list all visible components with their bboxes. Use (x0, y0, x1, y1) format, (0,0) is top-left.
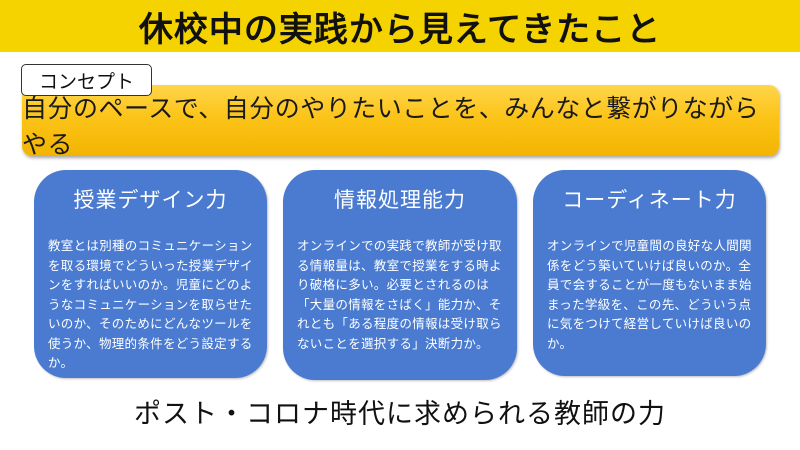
footer-caption: ポスト・コロナ時代に求められる教師の力 (134, 399, 666, 430)
card-body: 教室とは別種のコミュニケーションを取る環境でどういった授業デザインをすればいいの… (48, 238, 253, 370)
card-lesson-design: 授業デザイン力 教室とは別種のコミュニケーションを取る環境でどういった授業デザイ… (34, 170, 267, 378)
card-title: コーディネート力 (562, 188, 737, 212)
card-title: 情報処理能力 (334, 188, 466, 212)
card-body: オンラインでの実践で教師が受け取る情報量は、教室で授業をする時より破格に多い。必… (297, 238, 502, 351)
card-title: 授業デザイン力 (73, 188, 228, 212)
card-body: オンラインで児童間の良好な人間関係をどう築いていけば良いのか。全員で会することが… (547, 238, 752, 351)
concept-text: 自分のペースで、自分のやりたいことを、みんなと繋がりながらやる (22, 93, 760, 159)
card-information-processing: 情報処理能力 オンラインでの実践で教師が受け取る情報量は、教室で授業をする時より… (283, 170, 517, 380)
concept-tag: コンセプト (21, 64, 152, 96)
page-title: 休校中の実践から見えてきたこと (138, 9, 662, 50)
concept-tag-label: コンセプト (38, 70, 134, 93)
concept-bar: 自分のペースで、自分のやりたいことを、みんなと繋がりながらやる (22, 85, 779, 159)
card-coordination: コーディネート力 オンラインで児童間の良好な人間関係をどう築いていけば良いのか。… (533, 170, 766, 376)
title-banner: 休校中の実践から見えてきたこと (0, 0, 800, 52)
